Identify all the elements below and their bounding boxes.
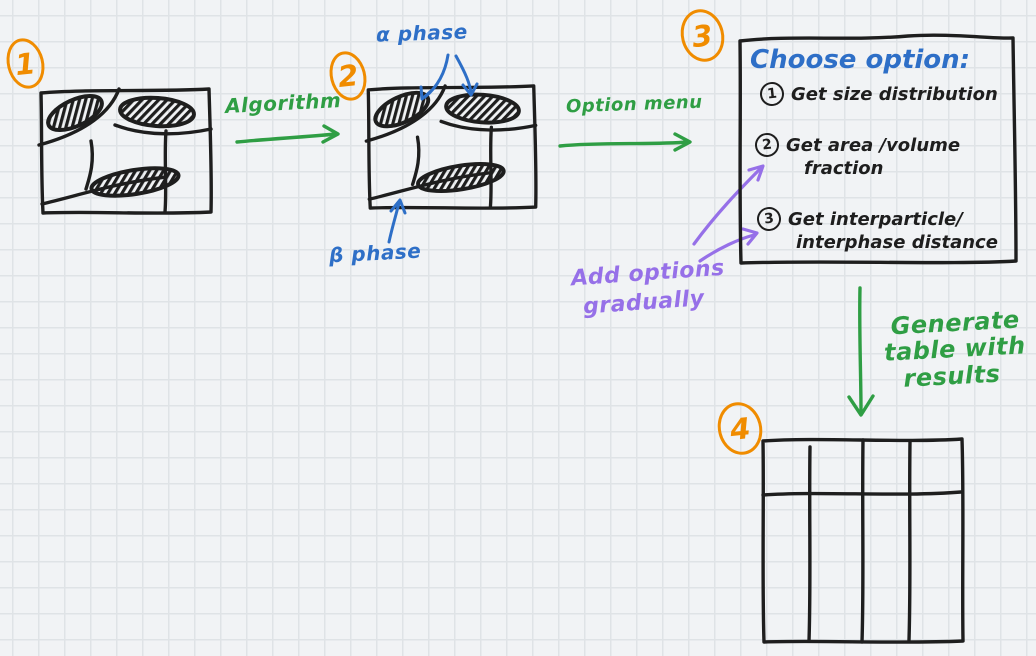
option-menu-arrow [558, 132, 692, 152]
option-box: Choose option: 1 Get size distribution 2… [737, 35, 1016, 265]
option-box-title: Choose option: [750, 45, 971, 75]
generate-table-label: Generate table with results [882, 306, 1028, 393]
option-item-2: 2 Get area /volume fraction [753, 131, 960, 180]
option-3-line-2: interphase distance [796, 231, 998, 253]
beta-phase-label: β phase [328, 238, 422, 268]
option-2-number-icon: 2 [753, 131, 781, 159]
step-number: 1 [13, 45, 38, 82]
step-number: 3 [690, 17, 715, 54]
option-3-line-1: Get interparticle/ [788, 209, 963, 230]
alpha-phase-label: α phase [375, 19, 469, 47]
option-1-text: Get size distribution [791, 84, 998, 107]
beta-phase-arrow [387, 198, 407, 244]
add-options-arrow-lower [698, 227, 759, 263]
algorithm-arrow [235, 124, 340, 144]
alpha-phase-arrow-right [454, 54, 479, 97]
add-options-label: Add options gradually [570, 255, 727, 323]
add-options-arrow-upper [692, 164, 765, 246]
option-3-text: Get interparticle/ interphase distance [788, 209, 998, 254]
alpha-phase-arrow-left [419, 53, 450, 101]
option-box-outline [738, 33, 1018, 265]
option-1-number-icon: 1 [758, 80, 786, 108]
option-1-line-1: Get size distribution [791, 84, 998, 105]
option-item-1: 1 Get size distribution [758, 80, 998, 108]
step-number: 4 [728, 410, 752, 447]
option-item-3: 3 Get interparticle/ interphase distance [755, 205, 998, 254]
microstructure-2-sketch [364, 83, 538, 211]
option-3-number-icon: 3 [755, 205, 783, 233]
option-2-text: Get area /volume fraction [786, 135, 960, 180]
option-2-line-2: fraction [804, 157, 884, 179]
results-table-sketch [761, 437, 965, 644]
option-2-line-1: Get area /volume [786, 135, 961, 156]
generate-table-arrow [847, 286, 875, 417]
microstructure-1-sketch [37, 86, 214, 216]
